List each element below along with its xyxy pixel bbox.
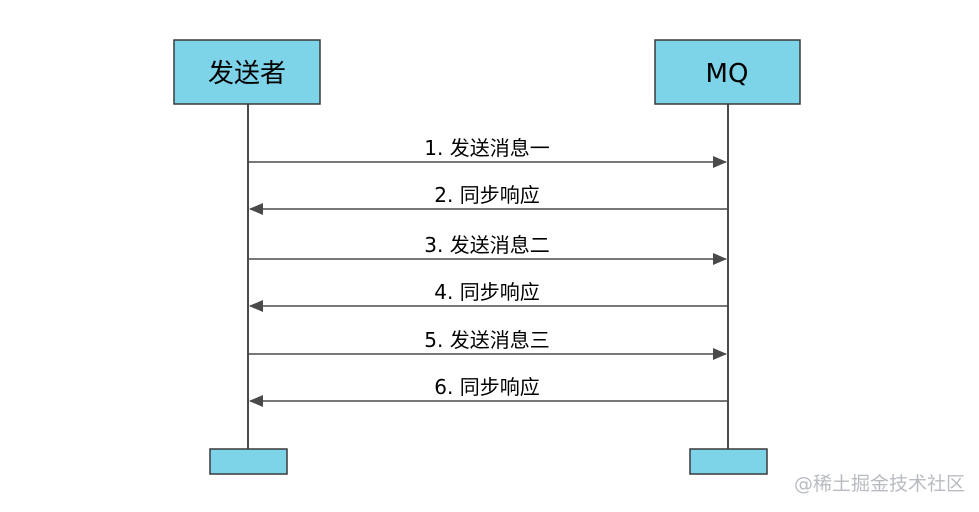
participant-sender-label: 发送者 xyxy=(208,59,286,89)
lifeline-end-mq xyxy=(689,448,768,475)
message-label: 3. 发送消息二 xyxy=(424,233,549,257)
message-1: 1. 发送消息一 xyxy=(248,136,727,168)
message-label: 1. 发送消息一 xyxy=(424,136,549,160)
message-label: 2. 同步响应 xyxy=(434,183,539,207)
message-label: 4. 同步响应 xyxy=(434,280,539,304)
message-6: 6. 同步响应 xyxy=(249,375,728,407)
participant-mq-label: MQ xyxy=(706,59,749,89)
message-4: 4. 同步响应 xyxy=(249,280,728,312)
lifeline-end-sender xyxy=(209,448,288,475)
watermark: @稀土掘金技术社区 xyxy=(793,473,965,495)
message-5: 5. 发送消息三 xyxy=(248,328,727,360)
message-2: 2. 同步响应 xyxy=(249,183,728,215)
message-label: 6. 同步响应 xyxy=(434,375,539,399)
participant-sender: 发送者 xyxy=(173,39,321,105)
message-3: 3. 发送消息二 xyxy=(248,233,727,265)
participant-mq: MQ xyxy=(654,39,801,105)
message-label: 5. 发送消息三 xyxy=(424,328,549,352)
